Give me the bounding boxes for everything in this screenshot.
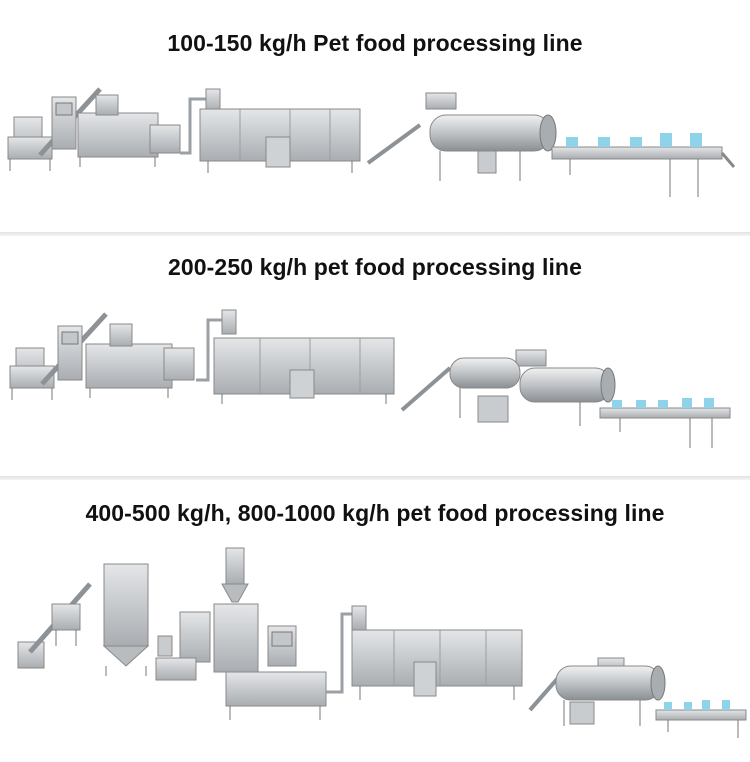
flavoring-drum-machine [528, 657, 666, 726]
section-divider [0, 232, 750, 236]
grinder-machine [17, 582, 92, 669]
dryer-machine [180, 88, 361, 173]
panel-line-400-1000: 400-500 kg/h, 800-1000 kg/h pet food pro… [0, 480, 750, 762]
machine-line-illustration [0, 75, 750, 225]
extruder-machine [51, 94, 181, 167]
machine-line-illustration [0, 298, 750, 468]
panel-title: 200-250 kg/h pet food processing line [168, 254, 582, 280]
cooling-conveyor [655, 700, 747, 738]
pulse-dust-collector [102, 563, 173, 676]
panel-title: 400-500 kg/h, 800-1000 kg/h pet food pro… [85, 500, 665, 526]
panel-line-100-150: 100-150 kg/h Pet food processing line [0, 0, 750, 232]
panel-line-200-250: 200-250 kg/h pet food processing line [0, 236, 750, 476]
machine-line-illustration [0, 542, 750, 758]
section-divider [0, 476, 750, 480]
dryer-machine [196, 309, 395, 404]
cooling-conveyor [599, 398, 731, 448]
dryer-machine [326, 605, 523, 700]
flavoring-drum-machine [366, 92, 557, 181]
extruder-machine [57, 323, 195, 398]
flavoring-drum-machine [400, 349, 616, 426]
panel-title: 100-150 kg/h Pet food processing line [167, 30, 583, 56]
conditioner-machine [155, 611, 211, 681]
cooling-conveyor [551, 133, 736, 197]
mixer-machine [7, 116, 53, 171]
mixer-machine [9, 347, 55, 400]
extruder-machine [213, 547, 327, 720]
